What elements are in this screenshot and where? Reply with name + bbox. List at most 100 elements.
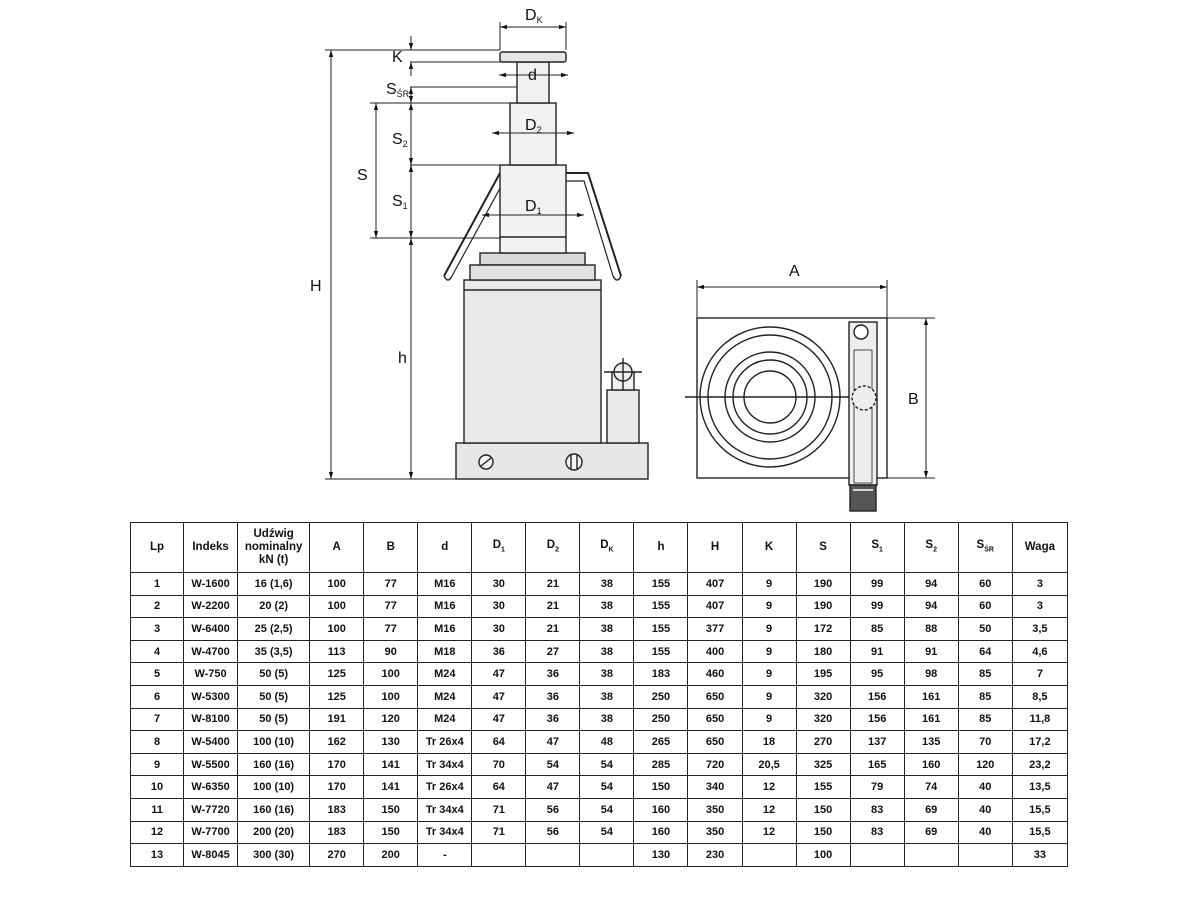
cell-s1 xyxy=(849,843,905,867)
cell-udzwig: 100 (10) xyxy=(237,730,311,754)
dim-dk xyxy=(499,22,567,50)
cell-s: 100 xyxy=(795,843,851,867)
cell-udzwig: 160 (16) xyxy=(237,797,311,822)
cell-s: 190 xyxy=(795,594,851,619)
cell-s: 190 xyxy=(795,572,851,596)
cell-waga: 8,5 xyxy=(1011,684,1069,709)
cell-k: 12 xyxy=(741,820,797,845)
cell-h: 150 xyxy=(633,775,689,799)
label-d1: D1 xyxy=(525,198,542,216)
label-s1: S1 xyxy=(392,193,408,211)
cell-ssr: 85 xyxy=(957,662,1013,686)
cell-dk: 38 xyxy=(579,707,635,732)
cell-s: 150 xyxy=(795,820,851,845)
cell-d: M16 xyxy=(417,594,473,619)
header-b: B xyxy=(363,522,419,573)
cell-d: M18 xyxy=(417,639,473,664)
technical-drawing: DK K d SŚR D2 S S2 S1 D1 H h A B xyxy=(310,7,935,512)
cell-s1: 137 xyxy=(849,730,905,754)
cell-lp: 7 xyxy=(129,707,185,732)
cell-ssr: 40 xyxy=(957,820,1013,845)
cell-d1: 70 xyxy=(471,752,527,777)
cell-b: 141 xyxy=(363,752,419,777)
cell-h: 285 xyxy=(633,752,689,777)
label-dk: DK xyxy=(525,7,543,25)
header-h: h xyxy=(633,522,689,573)
cell-d2: 36 xyxy=(525,662,581,686)
cell-s1: 99 xyxy=(849,594,905,619)
cell-h: 250 xyxy=(633,707,689,732)
cell-h: 160 xyxy=(633,797,689,822)
cell-a: 100 xyxy=(309,617,365,641)
cell-d: - xyxy=(417,843,473,867)
cell-ssr: 40 xyxy=(957,775,1013,799)
cell-s: 180 xyxy=(795,639,851,664)
cell-k: 9 xyxy=(741,572,797,596)
cell-lp: 6 xyxy=(129,684,185,709)
cell-lp: 13 xyxy=(129,843,185,867)
cell-H: 650 xyxy=(687,684,743,709)
cell-d1: 30 xyxy=(471,572,527,596)
top-flange xyxy=(479,252,586,266)
cell-a: 170 xyxy=(309,752,365,777)
cell-H: 350 xyxy=(687,820,743,845)
cell-indeks: W-8100 xyxy=(183,707,239,732)
cell-b: 120 xyxy=(363,707,419,732)
cell-d2: 36 xyxy=(525,684,581,709)
cell-waga: 11,8 xyxy=(1011,707,1069,732)
cell-a: 113 xyxy=(309,639,365,664)
cell-d: Tr 26x4 xyxy=(417,775,473,799)
cell-lp: 12 xyxy=(129,820,185,845)
cell-d1: 71 xyxy=(471,820,527,845)
cell-lp: 11 xyxy=(129,797,185,822)
header-s2: S2 xyxy=(903,522,959,573)
cell-a: 270 xyxy=(309,843,365,867)
cell-s1: 99 xyxy=(849,572,905,596)
label-a: A xyxy=(789,263,800,280)
cell-indeks: W-6400 xyxy=(183,617,239,641)
cell-a: 100 xyxy=(309,572,365,596)
label-d: d xyxy=(528,67,537,84)
cell-H: 460 xyxy=(687,662,743,686)
cell-d2: 56 xyxy=(525,797,581,822)
cell-s2: 161 xyxy=(903,707,959,732)
cell-udzwig: 50 (5) xyxy=(237,684,311,709)
cell-b: 77 xyxy=(363,617,419,641)
cell-d1: 47 xyxy=(471,684,527,709)
jack-top-view xyxy=(685,317,888,512)
cell-waga: 15,5 xyxy=(1011,820,1069,845)
cell-s1: 95 xyxy=(849,662,905,686)
cell-udzwig: 35 (3,5) xyxy=(237,639,311,664)
cell-d: M16 xyxy=(417,572,473,596)
cell-H: 377 xyxy=(687,617,743,641)
cell-d1: 64 xyxy=(471,730,527,754)
cell-s1: 79 xyxy=(849,775,905,799)
cell-ssr: 85 xyxy=(957,684,1013,709)
cell-ssr: 70 xyxy=(957,730,1013,754)
label-k: K xyxy=(392,49,403,66)
cell-d2: 21 xyxy=(525,594,581,619)
cell-waga: 15,5 xyxy=(1011,797,1069,822)
cell-a: 125 xyxy=(309,662,365,686)
cell-ssr: 60 xyxy=(957,594,1013,619)
cell-s2: 98 xyxy=(903,662,959,686)
cell-h: 160 xyxy=(633,820,689,845)
cell-s: 320 xyxy=(795,707,851,732)
cell-waga: 33 xyxy=(1011,843,1069,867)
cell-d1: 47 xyxy=(471,707,527,732)
cell-s1: 83 xyxy=(849,797,905,822)
cell-h: 250 xyxy=(633,684,689,709)
cell-d2 xyxy=(525,843,581,867)
cell-b: 150 xyxy=(363,797,419,822)
cell-k: 12 xyxy=(741,797,797,822)
cell-indeks: W-2200 xyxy=(183,594,239,619)
cell-s: 150 xyxy=(795,797,851,822)
cell-s1: 85 xyxy=(849,617,905,641)
cell-s: 325 xyxy=(795,752,851,777)
label-d2: D2 xyxy=(525,117,542,135)
header-ssr: SŚR xyxy=(957,522,1013,573)
